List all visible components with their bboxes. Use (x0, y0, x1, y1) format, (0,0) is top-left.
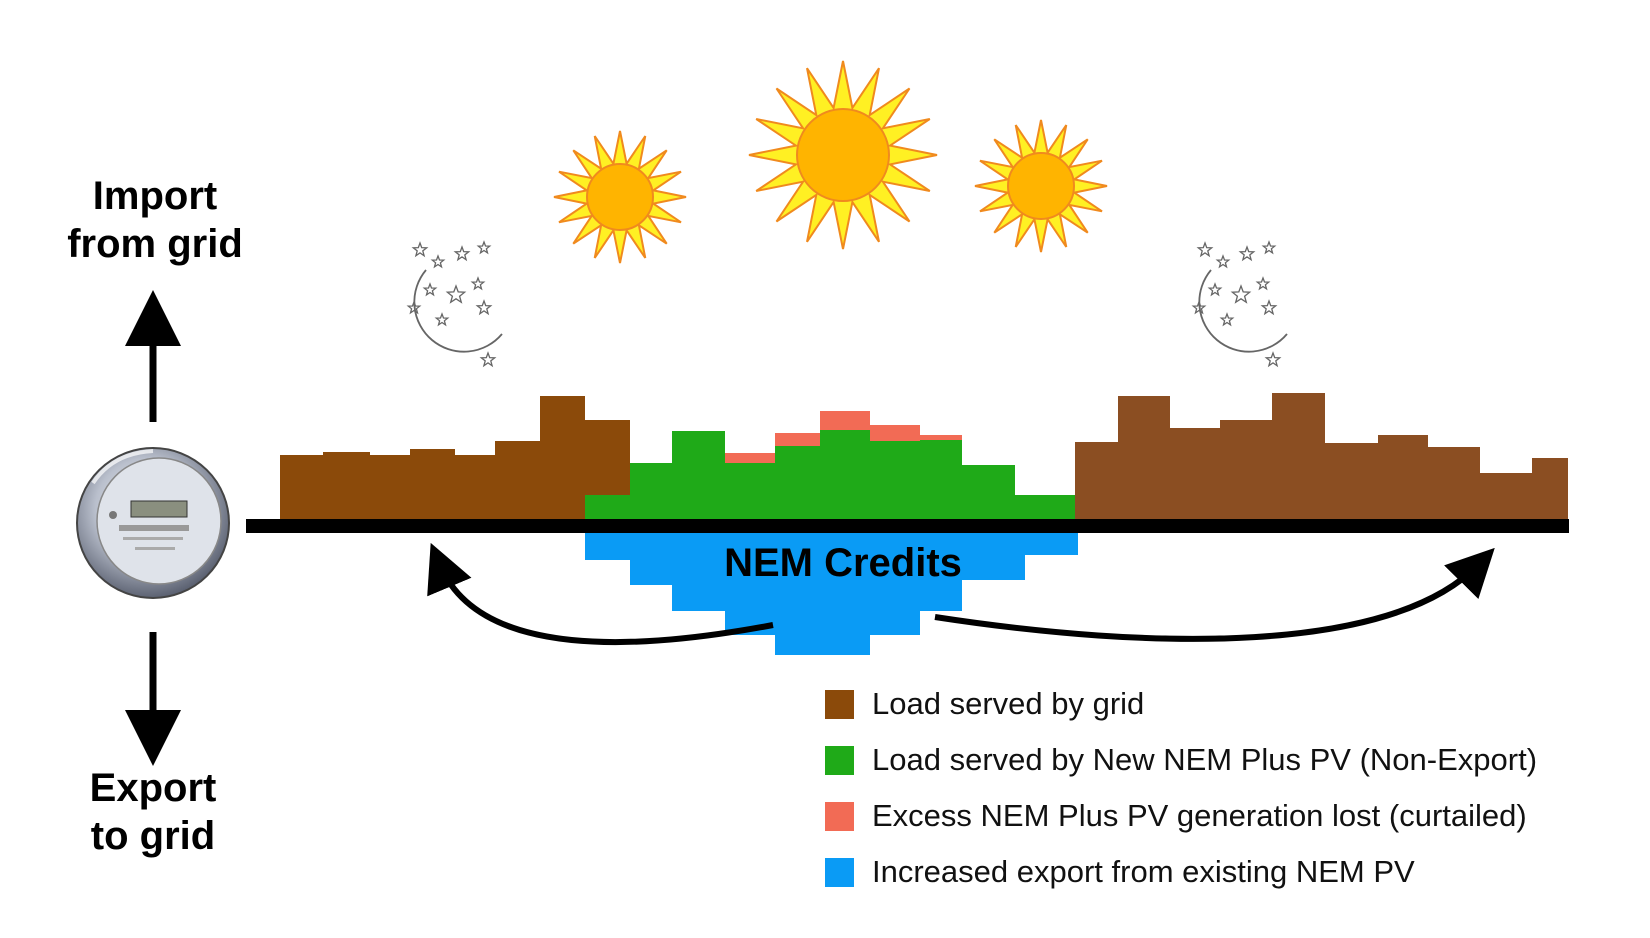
pv-load-bar (870, 441, 920, 522)
export-label-line1: Export (89, 766, 217, 810)
export-bar (920, 526, 962, 611)
star-icon (1255, 276, 1271, 291)
grid-load-bar (1428, 447, 1480, 522)
sun-icon (974, 119, 1108, 253)
export-label: Export to grid (33, 764, 273, 860)
legend-label: Increased export from existing NEM PV (872, 854, 1415, 889)
star-icon (476, 240, 492, 255)
star-icon (479, 351, 497, 368)
legend-label: Excess NEM Plus PV generation lost (curt… (872, 798, 1527, 833)
star-icon (1261, 240, 1277, 255)
grid-baseline (246, 519, 1569, 533)
grid-load-bar (323, 452, 370, 522)
legend-label: Load served by grid (872, 686, 1145, 721)
star-icon (453, 245, 471, 262)
curved-arrow-icon (934, 547, 1495, 642)
star-icon (1230, 284, 1252, 304)
grid-load-bar (495, 441, 540, 522)
export-label-line2: to grid (90, 814, 216, 858)
grid-load-bar (1378, 435, 1428, 522)
grid-load-bar (370, 455, 410, 522)
grid-load-bar (280, 455, 323, 522)
grid-load-bar (1272, 393, 1325, 522)
electric-meter-icon (76, 447, 230, 599)
star-icon (422, 282, 438, 297)
moon-stars-icon (406, 240, 503, 368)
star-icon (1264, 351, 1282, 368)
grid-load-bar (1220, 420, 1272, 522)
grid-load-bar (1170, 428, 1220, 522)
moon-stars-icon (1191, 240, 1288, 368)
legend-item-export: Increased export from existing NEM PV (825, 844, 1537, 900)
legend: Load served by grid Load served by New N… (825, 676, 1537, 900)
legend-swatch (825, 801, 854, 831)
pv-load-bar (962, 465, 1015, 522)
pv-load-bar (672, 431, 725, 522)
pv-load-bar (1015, 495, 1075, 522)
star-icon (1196, 241, 1214, 258)
grid-load-bar (410, 449, 455, 522)
star-icon (470, 276, 486, 291)
nem-credits-label: NEM Credits (724, 541, 962, 585)
legend-swatch (825, 689, 854, 719)
pv-load-bar (820, 430, 870, 522)
sun-icon (748, 60, 938, 250)
energy-profile-bars (280, 393, 1568, 655)
star-icon (406, 300, 422, 315)
star-icon (1215, 254, 1231, 269)
grid-load-bar (1532, 458, 1568, 522)
grid-load-bar (455, 455, 495, 522)
pv-load-bar (920, 440, 962, 522)
import-label: Import from grid (35, 172, 275, 268)
star-icon (475, 299, 493, 316)
sun-icon (553, 130, 687, 264)
star-icon (411, 241, 429, 258)
export-bar (672, 526, 725, 611)
star-icon (445, 284, 467, 304)
grid-load-bar (1075, 442, 1118, 522)
pv-load-bar (775, 446, 820, 522)
star-icon (1207, 282, 1223, 297)
export-bar (725, 526, 775, 635)
legend-swatch (825, 857, 854, 887)
legend-item-curtailed: Excess NEM Plus PV generation lost (curt… (825, 788, 1537, 844)
export-bar (962, 526, 1025, 580)
pv-load-bar (725, 463, 775, 522)
legend-item-grid-load: Load served by grid (825, 676, 1537, 732)
export-bar (775, 526, 820, 655)
grid-load-bar (1480, 473, 1532, 522)
export-bar (870, 526, 920, 635)
star-icon (1219, 312, 1235, 327)
grid-load-bar (1325, 443, 1378, 522)
import-label-line2: from grid (67, 222, 243, 266)
legend-item-pv-load: Load served by New NEM Plus PV (Non-Expo… (825, 732, 1537, 788)
star-icon (1238, 245, 1256, 262)
import-label-line1: Import (92, 174, 218, 218)
star-icon (1191, 300, 1207, 315)
export-bar (630, 526, 672, 585)
export-bar (820, 526, 870, 655)
star-icon (434, 312, 450, 327)
grid-load-bar (1118, 396, 1170, 522)
pv-load-bar (630, 463, 672, 522)
star-icon (430, 254, 446, 269)
legend-label: Load served by New NEM Plus PV (Non-Expo… (872, 742, 1538, 777)
star-icon (1260, 299, 1278, 316)
curved-arrow-icon (427, 542, 774, 646)
pv-load-bar (585, 495, 630, 522)
legend-swatch (825, 745, 854, 775)
grid-load-bar (540, 396, 585, 522)
